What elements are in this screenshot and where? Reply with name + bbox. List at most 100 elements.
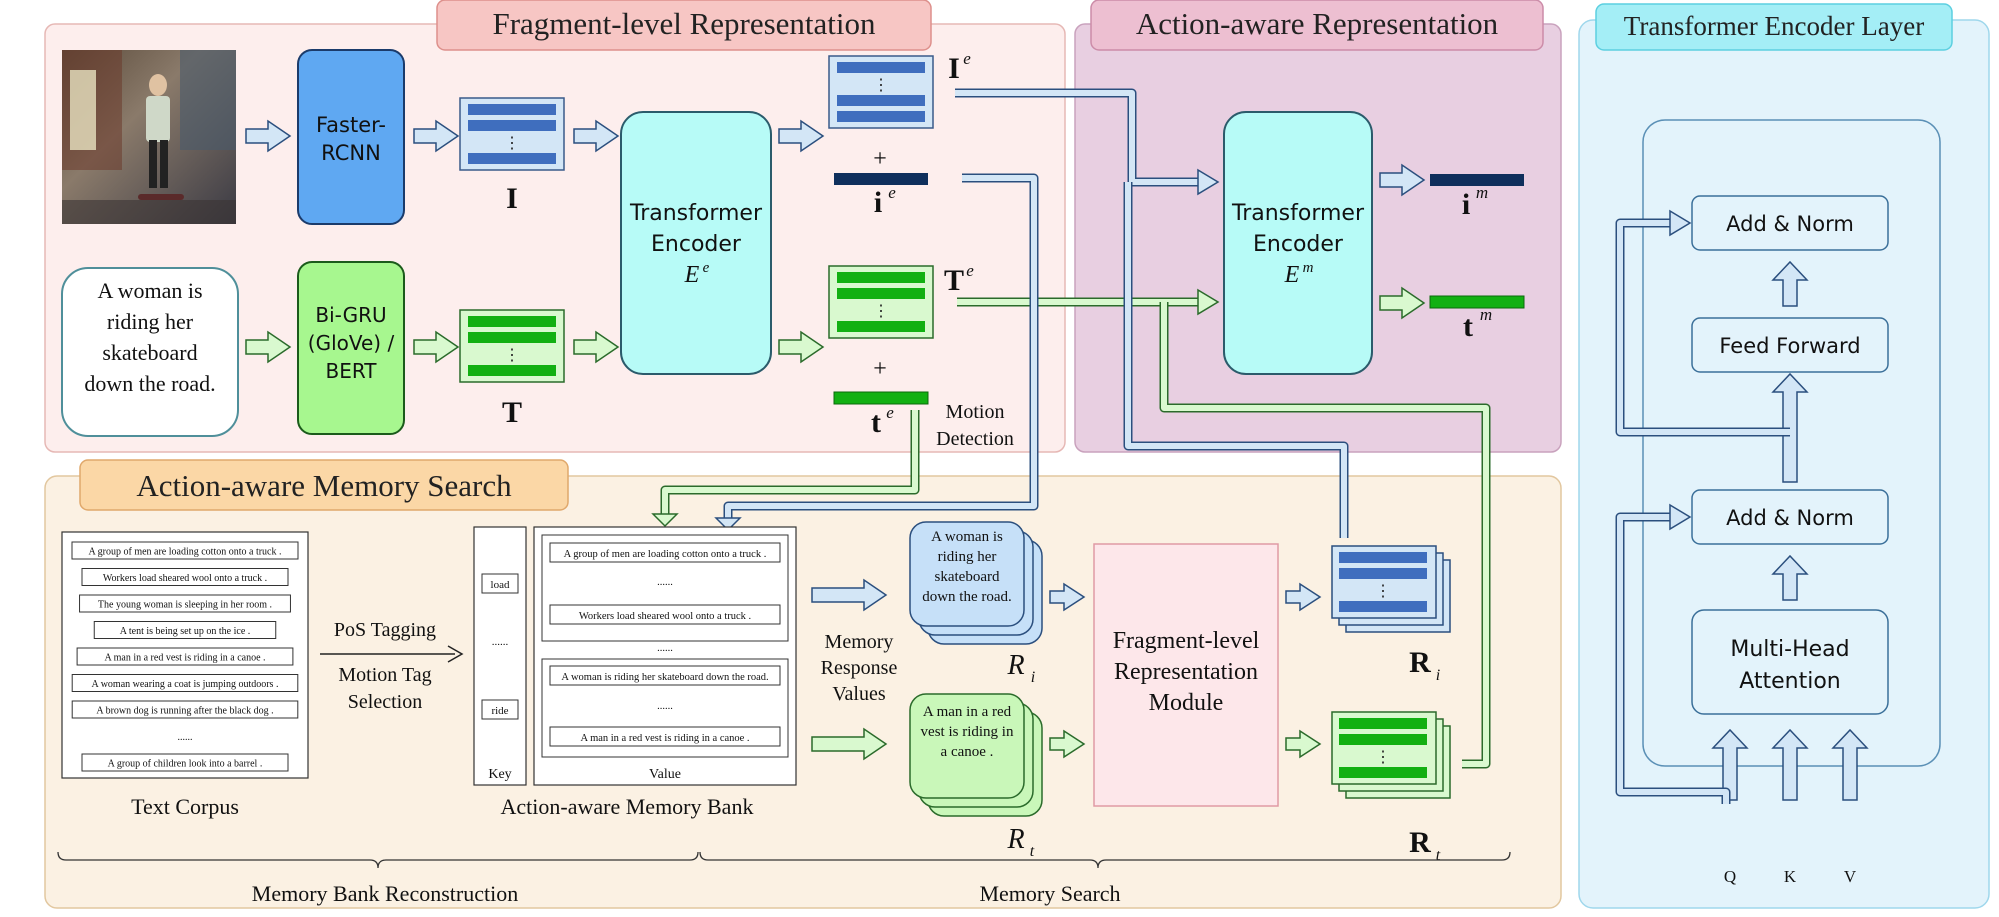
text-features-T: ⋮ T xyxy=(459,309,565,429)
svg-text:Add & Norm: Add & Norm xyxy=(1726,506,1854,530)
image-features-I: ⋮ I xyxy=(459,97,565,215)
svg-text:......: ...... xyxy=(492,636,509,648)
residual-top xyxy=(1615,209,1790,437)
svg-text:Key: Key xyxy=(488,767,511,782)
svg-text:Faster-: Faster- xyxy=(316,113,386,137)
retrieved-image-features-Ri: ⋮ R i xyxy=(1331,545,1451,684)
svg-text:A woman is: A woman is xyxy=(97,278,202,303)
corpus-sentence: A group of children look into a barrel . xyxy=(108,759,263,770)
svg-text:Selection: Selection xyxy=(348,691,422,713)
svg-text:e: e xyxy=(888,183,896,202)
qkv-labels: Q K V xyxy=(1724,867,1857,886)
svg-text:Transformer: Transformer xyxy=(1231,201,1365,226)
svg-text:⋮: ⋮ xyxy=(1375,583,1391,600)
svg-text:ride: ride xyxy=(491,705,508,717)
svg-text:m: m xyxy=(1303,260,1314,276)
svg-text:R: R xyxy=(1409,826,1431,859)
plus-text: + xyxy=(873,356,887,382)
feed-forward: Feed Forward xyxy=(1691,317,1889,373)
svg-text:skateboard: skateboard xyxy=(935,569,1000,585)
svg-text:Value: Value xyxy=(649,767,681,782)
motion-detection-label: Motion Detection xyxy=(936,401,1014,450)
corpus-sentence-box xyxy=(76,647,294,666)
module-input-arrows xyxy=(1049,582,1086,759)
svg-text:e: e xyxy=(966,261,974,280)
svg-text:⋮: ⋮ xyxy=(504,135,520,152)
svg-text:vest is riding in: vest is riding in xyxy=(921,724,1014,740)
svg-text:Module: Module xyxy=(1149,690,1224,716)
svg-text:Representation: Representation xyxy=(1114,659,1258,685)
memory-key-column: load ...... ride Key xyxy=(473,526,527,786)
add-norm-bottom: Add & Norm xyxy=(1691,489,1889,545)
svg-text:Bi-GRU: Bi-GRU xyxy=(315,303,386,327)
svg-text:......: ...... xyxy=(657,701,673,712)
svg-text:Fragment-level: Fragment-level xyxy=(1113,628,1260,654)
svg-text:E: E xyxy=(1284,262,1300,288)
svg-text:R: R xyxy=(1409,646,1431,679)
action-title: Action-aware Representation xyxy=(1090,0,1544,51)
corpus-sentence: ...... xyxy=(178,732,193,743)
pipe-te-to-memory xyxy=(651,410,920,528)
svg-text:Motion Tag: Motion Tag xyxy=(338,664,431,686)
svg-text:skateboard: skateboard xyxy=(102,340,197,365)
svg-text:......: ...... xyxy=(657,577,673,588)
fragment-representation-module: Fragment-level Representation Module xyxy=(1093,543,1279,807)
pipe-ie-to-memory xyxy=(714,173,1039,532)
svg-text:RCNN: RCNN xyxy=(321,141,381,165)
svg-text:Transformer: Transformer xyxy=(629,201,763,226)
svg-text:down the road.: down the road. xyxy=(84,371,215,396)
svg-text:V: V xyxy=(1844,867,1857,886)
text-corpus-label: Text Corpus xyxy=(131,794,239,819)
svg-text:e: e xyxy=(963,49,971,68)
svg-text:⋮: ⋮ xyxy=(873,303,889,320)
pipe-Ie-to-Em xyxy=(955,88,1220,196)
svg-text:PoS Tagging: PoS Tagging xyxy=(334,619,436,641)
corpus-sentence: Workers load sheared wool onto a truck . xyxy=(103,573,267,584)
module-output-arrows xyxy=(1285,582,1322,759)
action-image-vector-im: i m xyxy=(1430,174,1524,221)
svg-text:Multi-Head: Multi-Head xyxy=(1730,637,1849,662)
svg-text:Action-aware Representation: Action-aware Representation xyxy=(1136,6,1499,41)
svg-text:+: + xyxy=(873,356,887,382)
svg-text:A man in a red: A man in a red xyxy=(923,704,1012,720)
svg-text:m: m xyxy=(1480,305,1492,324)
memory-title: Action-aware Memory Search xyxy=(79,459,569,511)
svg-text:t: t xyxy=(1436,847,1441,864)
corpus-sentence-box xyxy=(81,753,289,772)
action-text-vector-tm: t m xyxy=(1429,295,1525,343)
corpus-sentence: The young woman is sleeping in her room … xyxy=(98,600,272,611)
svg-text:⋮: ⋮ xyxy=(873,77,889,94)
svg-text:I: I xyxy=(506,182,518,215)
svg-text:E: E xyxy=(684,262,700,288)
memory-bank-label: Action-aware Memory Bank xyxy=(501,794,754,819)
svg-text:Memory: Memory xyxy=(825,631,894,653)
svg-text:Text Corpus: Text Corpus xyxy=(131,794,239,819)
svg-text:A group of men are loading cot: A group of men are loading cotton onto a… xyxy=(564,549,767,560)
svg-text:Memory Bank Reconstruction: Memory Bank Reconstruction xyxy=(252,881,518,906)
pipe-Rt-to-Em xyxy=(1159,302,1491,769)
memory-response-label: Memory Response Values xyxy=(821,631,898,705)
corpus-sentence-box xyxy=(79,594,291,613)
brace-memory-search: Memory Search xyxy=(699,851,1511,906)
svg-text:i: i xyxy=(1462,188,1470,221)
global-image-vector-ie: i e xyxy=(834,173,928,219)
svg-text:⋮: ⋮ xyxy=(1375,749,1391,766)
svg-text:K: K xyxy=(1784,867,1797,886)
svg-text:Motion: Motion xyxy=(946,401,1005,423)
svg-text:Values: Values xyxy=(832,683,886,705)
svg-text:R: R xyxy=(1006,824,1024,855)
svg-text:I: I xyxy=(948,52,960,85)
svg-text:Workers load sheared wool onto: Workers load sheared wool onto a truck . xyxy=(579,611,751,622)
fragment-title: Fragment-level Representation xyxy=(436,0,932,51)
svg-text:Action-aware Memory Search: Action-aware Memory Search xyxy=(136,468,512,503)
corpus-sentence: A man in a red vest is riding in a canoe… xyxy=(104,653,265,664)
svg-text:Detection: Detection xyxy=(936,428,1014,450)
svg-text:......: ...... xyxy=(657,643,673,654)
svg-text:Q: Q xyxy=(1724,867,1736,886)
svg-text:e: e xyxy=(703,260,710,276)
corpus-sentence-box xyxy=(93,621,277,639)
bigru-block: Bi-GRU (GloVe) / BERT xyxy=(297,261,405,435)
multi-head-attention: Multi-Head Attention xyxy=(1691,609,1889,715)
svg-text:e: e xyxy=(886,403,894,422)
